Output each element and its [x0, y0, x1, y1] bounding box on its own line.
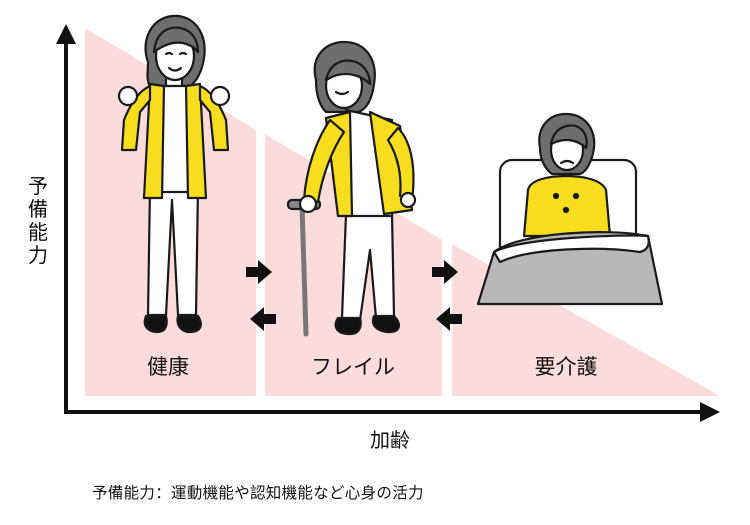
footnote: 予備能力：運動機能や認知機能など心身の活力 — [92, 484, 424, 502]
y-axis — [56, 24, 76, 412]
arrow-left-icon — [250, 307, 276, 331]
arrows-healthy-frail — [246, 260, 276, 331]
stage-label-care: 要介護 — [535, 355, 598, 379]
care-bed-illustration — [476, 112, 664, 306]
y-axis-label-char: 備 — [28, 197, 48, 221]
arrow-right-icon — [246, 260, 272, 284]
y-axis-label-char: 力 — [28, 243, 48, 267]
arrow-left-icon — [436, 307, 462, 331]
stage-label-healthy: 健康 — [147, 355, 189, 379]
arrow-right-icon — [432, 260, 458, 284]
x-axis-label: 加齢 — [370, 428, 410, 452]
healthy-woman-illustration — [117, 14, 231, 334]
cane-icon — [299, 202, 309, 337]
y-axis-label-char: 能 — [28, 220, 48, 244]
y-axis-arrowhead — [56, 24, 76, 44]
arrows-frail-care — [432, 260, 462, 331]
y-axis-label-char: 予 — [28, 174, 48, 198]
stage-label-frail: フレイル — [311, 355, 395, 379]
x-axis — [64, 402, 720, 422]
y-axis-label: 予 備 能 力 — [28, 174, 48, 267]
x-axis-arrowhead — [700, 402, 720, 422]
frail-woman-illustration — [286, 40, 417, 337]
